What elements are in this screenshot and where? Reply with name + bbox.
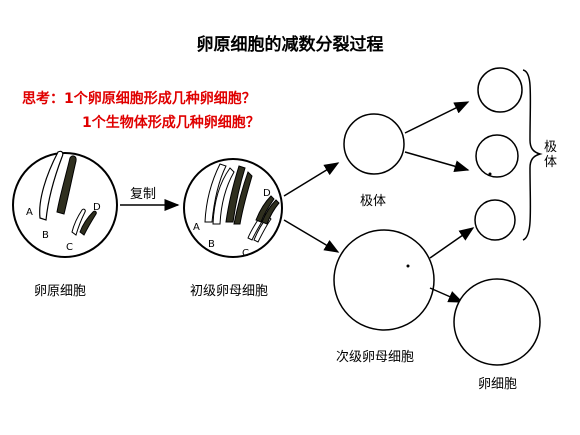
arrow-to-ovum (429, 287, 464, 303)
question-1: 思考：1个卵原细胞形成几种卵细胞？ (22, 91, 256, 107)
replication-label: 复制 (130, 187, 157, 202)
polar-bodies-label: 极体 (544, 140, 558, 170)
oogonium-label: 卵原细胞 (34, 284, 87, 299)
primary-oocyte-cell (183, 158, 283, 258)
label-a: A (26, 207, 33, 218)
label-a-primary: A (193, 222, 200, 233)
arrow-polar-body-1 (404, 101, 470, 134)
arrow-to-polar-body (283, 162, 340, 197)
secondary-oocyte-label: 次级卵母细胞 (336, 350, 415, 365)
arrow-to-secondary-oocyte (283, 219, 340, 253)
label-c-primary: C (242, 248, 249, 259)
label-b: B (42, 230, 49, 241)
polar-body-2c (474, 199, 516, 241)
oogonium-cell (12, 150, 118, 258)
diagram-title: 卵原细胞的减数分裂过程 (196, 35, 384, 55)
label-d-primary: D (263, 188, 271, 199)
label-b-primary: B (208, 239, 215, 250)
polar-body-dot (488, 172, 492, 176)
primary-oocyte-label: 初级卵母细胞 (190, 284, 269, 299)
first-polar-body-cell (343, 113, 405, 175)
ovum-label: 卵细胞 (478, 377, 518, 392)
secondary-oocyte-cell (333, 229, 435, 331)
question-2: 1个生物体形成几种卵细胞？ (82, 115, 260, 131)
polar-bodies-bracket (522, 69, 543, 241)
arrow-polar-body-2 (404, 151, 470, 173)
ovum-cell (453, 278, 541, 366)
label-d: D (93, 202, 101, 213)
polar-body-2a (477, 67, 523, 113)
first-polar-body-label: 极体 (360, 194, 387, 209)
secondary-oocyte-dot (406, 264, 410, 268)
label-c: C (66, 242, 73, 253)
arrow-polar-body-3 (429, 227, 475, 259)
polar-body-2b (475, 134, 519, 178)
